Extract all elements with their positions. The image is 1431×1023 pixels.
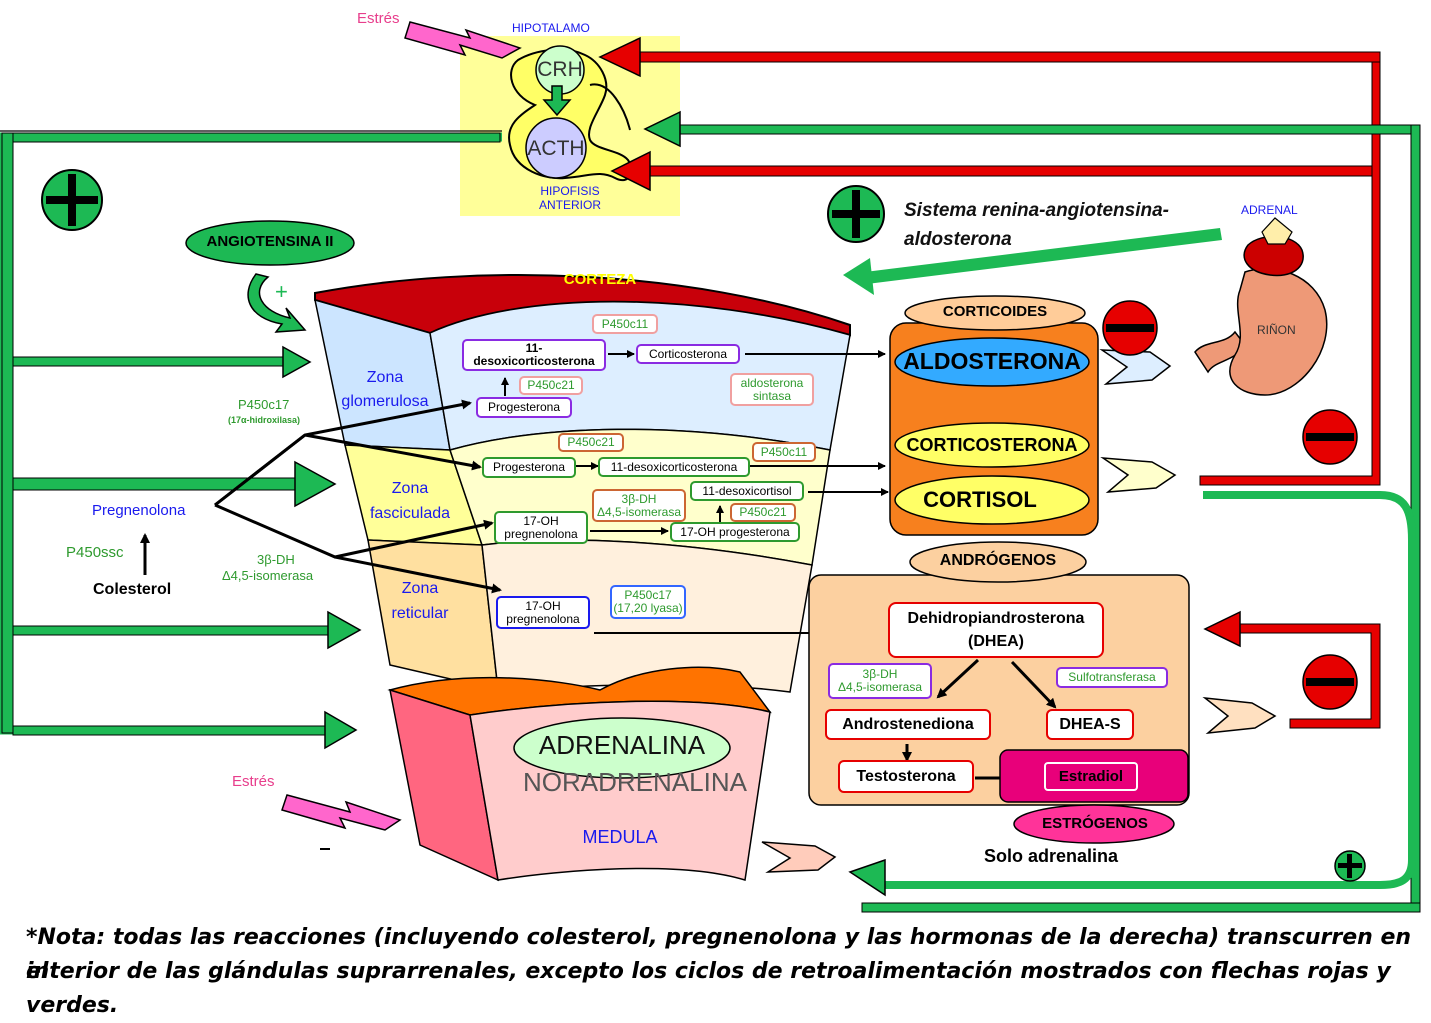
fasc-p450c11: P450c11 — [752, 442, 816, 462]
corticosterone-box: Corticosterona — [636, 344, 740, 364]
plus-circle-small — [1334, 850, 1366, 882]
red-feedback-acth — [649, 165, 1373, 177]
footnote-line-2: interior de las glándulas suprarrenales,… — [26, 959, 1391, 1018]
adrenal-label: ADRENAL — [1241, 203, 1298, 217]
fasc-17oh-progesterone-box: 17-OH progesterona — [670, 522, 800, 542]
cholesterol-label: Colesterol — [93, 581, 172, 598]
fasc-deoxycorticosterone-box: 11-desoxicorticosterona — [598, 457, 750, 477]
p450ssc-label: P450ssc — [66, 544, 124, 561]
andro-hsd-box: 3β-DH Δ4,5-isomerasa — [828, 663, 932, 699]
raas-label: Sistema renina-angiotensina- aldosterona — [904, 200, 1170, 250]
kidney-label: RIÑON — [1257, 323, 1296, 337]
stress-bolt-top — [404, 21, 522, 59]
zona-fasciculada-label: Zona fasciculada — [369, 480, 451, 522]
corticosterone-label: CORTICOSTERONA — [906, 435, 1078, 455]
angiotensin-plus: + — [275, 279, 288, 304]
p450c17-sub-label: (17α-hidroxilasa) — [228, 415, 301, 425]
estradiol-box: Estradiol — [1044, 762, 1138, 791]
pituitary-label: HIPOFISIS ANTERIOR — [538, 184, 601, 212]
acth-label: ACTH — [527, 137, 585, 160]
aldosterone-output-chevron — [1099, 349, 1172, 385]
stress-label-top: Estrés — [357, 10, 400, 27]
dhea-box: Dehidropiandrosterona (DHEA) — [888, 602, 1104, 658]
hypothalamus-label: HIPOTALAMO — [512, 21, 590, 35]
fasc-p450c21-top: P450c21 — [558, 433, 624, 452]
estrogens-label: ESTRÓGENOS — [1042, 815, 1148, 832]
deoxycorticosterone-11-box: 11- desoxicorticosterona — [462, 339, 606, 371]
acth-branch-glom — [12, 356, 284, 367]
medulla-output-chevron — [761, 841, 837, 873]
corticoids-header-ellipse — [904, 295, 1086, 331]
deoxycortisol-11-box: 11-desoxicortisol — [690, 481, 804, 501]
corticosterone-ellipse — [894, 422, 1090, 468]
stress-bolt-bottom — [281, 794, 402, 831]
cortisol-output-chevron — [1100, 457, 1177, 493]
aldosterone-synthase-box: aldosterona sintasa — [730, 373, 814, 406]
angiotensin-arrow — [247, 273, 307, 333]
dhea-s-box: DHEA-S — [1046, 709, 1134, 740]
cortisol-ellipse — [894, 475, 1090, 525]
pathway-arrows — [140, 399, 502, 594]
androgen-output-chevron — [1202, 696, 1277, 735]
minus-circle-cortisol — [1302, 409, 1358, 465]
adrenaline-label: ADRENALINA — [538, 730, 706, 760]
p450c17-label: P450c17 — [238, 397, 290, 412]
angiotensin-label: ANGIOTENSINA II — [206, 233, 334, 250]
acth-branch-fasc — [12, 477, 296, 491]
estrogens-ellipse — [1013, 804, 1175, 844]
cortisol-label: CORTISOL — [923, 487, 1037, 512]
raas-arrow — [865, 228, 1222, 284]
pregnenolone-label: Pregnenolona — [92, 502, 186, 519]
adrenaline-ellipse — [513, 717, 731, 779]
crh-acth-arrow — [542, 85, 572, 117]
aldosterone-label: ALDOSTERONA — [903, 348, 1081, 374]
testosterone-box: Testosterona — [838, 760, 974, 793]
fasc-progesterone-box: Progesterona — [482, 457, 576, 478]
acth-branch-medulla — [12, 725, 326, 736]
angiotensin-pill — [185, 220, 355, 266]
isomerase-label: Δ4,5-isomerasa — [222, 568, 314, 583]
ret-p450c17-box: P450c17 (17,20 lyasa) — [610, 585, 686, 619]
androstenedione-box: Androstenediona — [825, 709, 991, 740]
plus-circle-raas — [827, 185, 885, 243]
stress-label-bottom: Estrés — [232, 773, 275, 790]
sulfotransferase-box: Sulfotransferasa — [1056, 667, 1168, 688]
medulla-label: MEDULA — [582, 827, 658, 847]
fasc-p450c21-bottom: P450c21 — [730, 503, 796, 522]
glom-p450c21: P450c21 — [519, 376, 583, 395]
hsd-label: 3β-DH — [257, 552, 295, 567]
ret-17oh-pregnenolone-box: 17-OH pregnenolona — [496, 596, 590, 629]
aldosterone-ellipse — [894, 337, 1090, 387]
kidney-illustration — [1194, 217, 1328, 396]
corticoids-header: CORTICOIDES — [942, 303, 1048, 320]
glom-p450c11: P450c11 — [592, 314, 658, 334]
adrenaline-only-label: Solo adrenalina — [984, 846, 1119, 866]
footnote-line-1: *Nota: todas las reacciones (incluyendo … — [26, 925, 1412, 984]
crh-label: CRH — [537, 58, 583, 81]
green-feedback-cortisol — [885, 491, 1416, 889]
fasc-hsd-box: 3β-DH Δ4,5-isomerasa — [592, 489, 686, 522]
zona-glomerulosa-label: Zona glomerulosa — [341, 369, 429, 410]
androgens-header-ellipse — [909, 541, 1087, 583]
glom-progesterone-box: Progesterona — [476, 397, 572, 418]
red-feedback-crh — [639, 51, 1381, 63]
plus-circle-left — [41, 169, 103, 231]
zona-reticular-label: Zona reticular — [391, 580, 449, 622]
minus-circle-aldosterone — [1102, 300, 1158, 356]
acth-circle — [525, 117, 587, 179]
hypothalamus-stalk — [589, 83, 631, 131]
noradrenaline-label: NORADRENALINA — [523, 767, 747, 797]
acth-branch-ret — [12, 625, 329, 636]
green-feedback-acth — [679, 124, 1421, 135]
fasc-17oh-pregnenolone-box: 17-OH pregnenolona — [494, 511, 588, 544]
minus-circle-androgen — [1302, 654, 1358, 710]
cortex-label: CORTEZA — [563, 271, 637, 288]
androgens-header: ANDRÓGENOS — [939, 552, 1057, 569]
